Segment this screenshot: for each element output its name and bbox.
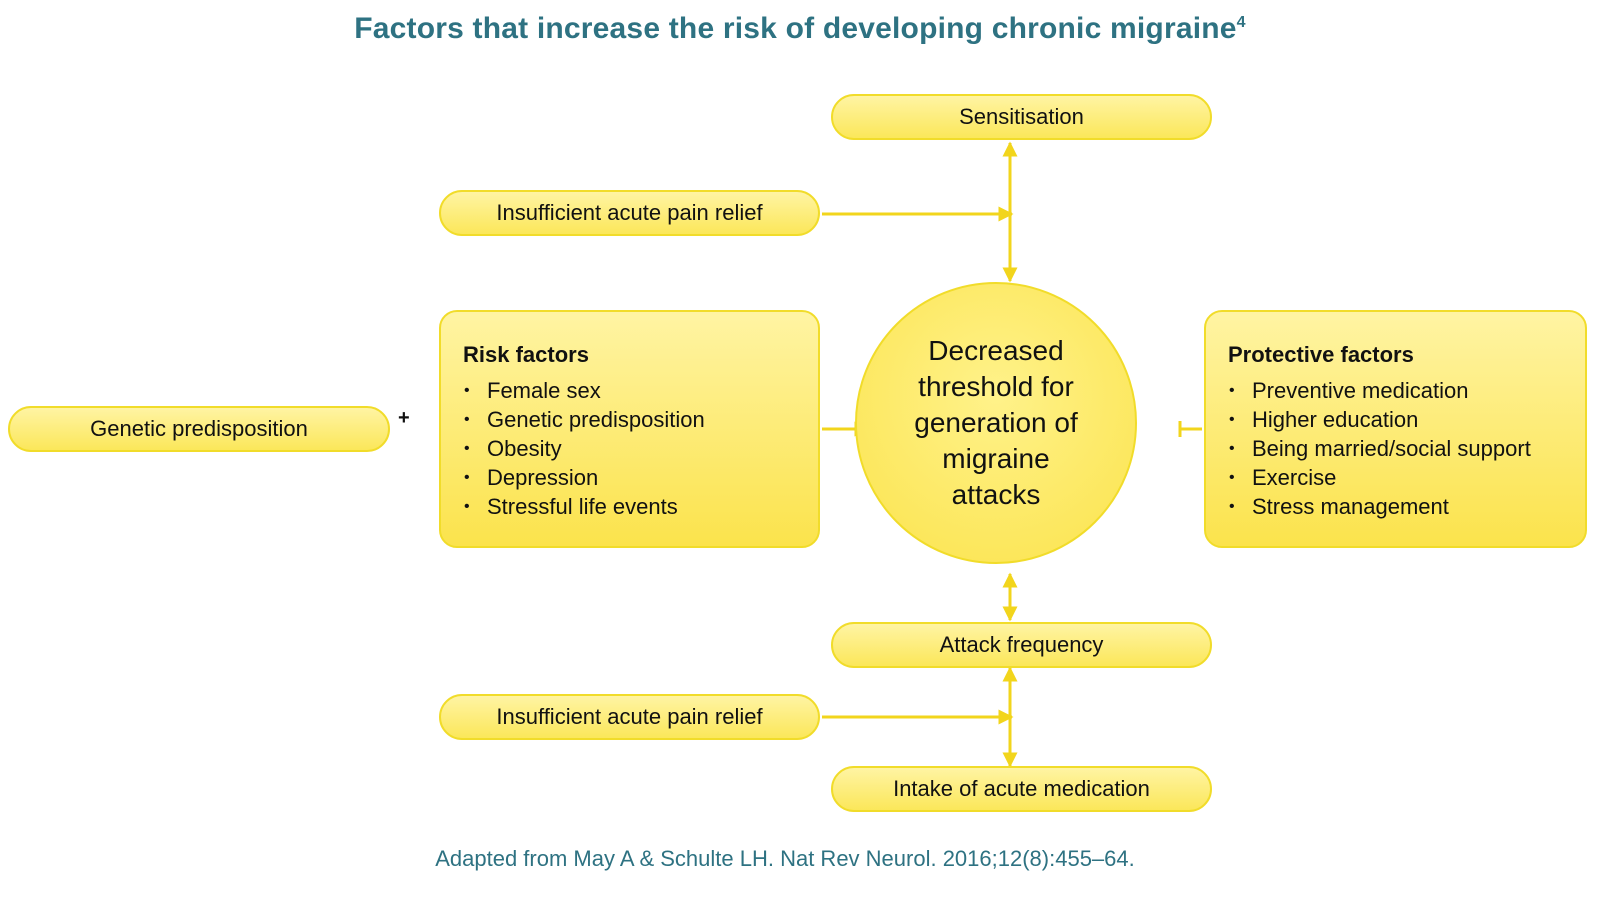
- pain-relief-top-box: Insufficient acute pain relief: [439, 190, 820, 236]
- acute-medication-label: Intake of acute medication: [893, 776, 1150, 801]
- risk-factors-list: Female sex Genetic predisposition Obesit…: [463, 376, 798, 521]
- risk-factors-heading: Risk factors: [463, 342, 589, 367]
- pain-relief-bottom-box: Insufficient acute pain relief: [439, 694, 820, 740]
- list-item: Depression: [463, 463, 798, 492]
- center-circle: Decreased threshold for generation of mi…: [855, 282, 1137, 564]
- pain-relief-top-label: Insufficient acute pain relief: [496, 200, 763, 225]
- list-item: Female sex: [463, 376, 798, 405]
- list-item: Exercise: [1228, 463, 1565, 492]
- source-citation: Adapted from May A & Schulte LH. Nat Rev…: [435, 846, 1135, 871]
- acute-medication-box: Intake of acute medication: [831, 766, 1212, 812]
- protective-factors-list: Preventive medication Higher education B…: [1228, 376, 1565, 521]
- protective-factors-heading: Protective factors: [1228, 342, 1414, 367]
- genetic-predisposition-box: Genetic predisposition: [8, 406, 390, 452]
- center-label: Decreased threshold for generation of mi…: [914, 335, 1078, 510]
- genetic-predisposition-label: Genetic predisposition: [90, 416, 308, 441]
- protective-factors-panel: Protective factors Preventive medication…: [1204, 310, 1587, 548]
- plus-sign: +: [398, 407, 410, 429]
- attack-frequency-label: Attack frequency: [939, 632, 1104, 657]
- attack-frequency-box: Attack frequency: [831, 622, 1212, 668]
- list-item: Stress management: [1228, 492, 1565, 521]
- list-item: Preventive medication: [1228, 376, 1565, 405]
- title-text: Factors that increase the risk of develo…: [354, 12, 1237, 45]
- list-item: Genetic predisposition: [463, 405, 798, 434]
- list-item: Being married/social support: [1228, 434, 1565, 463]
- list-item: Stressful life events: [463, 492, 798, 521]
- diagram-title: Factors that increase the risk of develo…: [0, 12, 1600, 46]
- list-item: Obesity: [463, 434, 798, 463]
- sensitisation-box: Sensitisation: [831, 94, 1212, 140]
- list-item: Higher education: [1228, 405, 1565, 434]
- sensitisation-label: Sensitisation: [959, 104, 1084, 129]
- pain-relief-bottom-label: Insufficient acute pain relief: [496, 704, 763, 729]
- title-footnote-ref: 4: [1236, 14, 1246, 31]
- risk-factors-panel: Risk factors Female sex Genetic predispo…: [439, 310, 820, 548]
